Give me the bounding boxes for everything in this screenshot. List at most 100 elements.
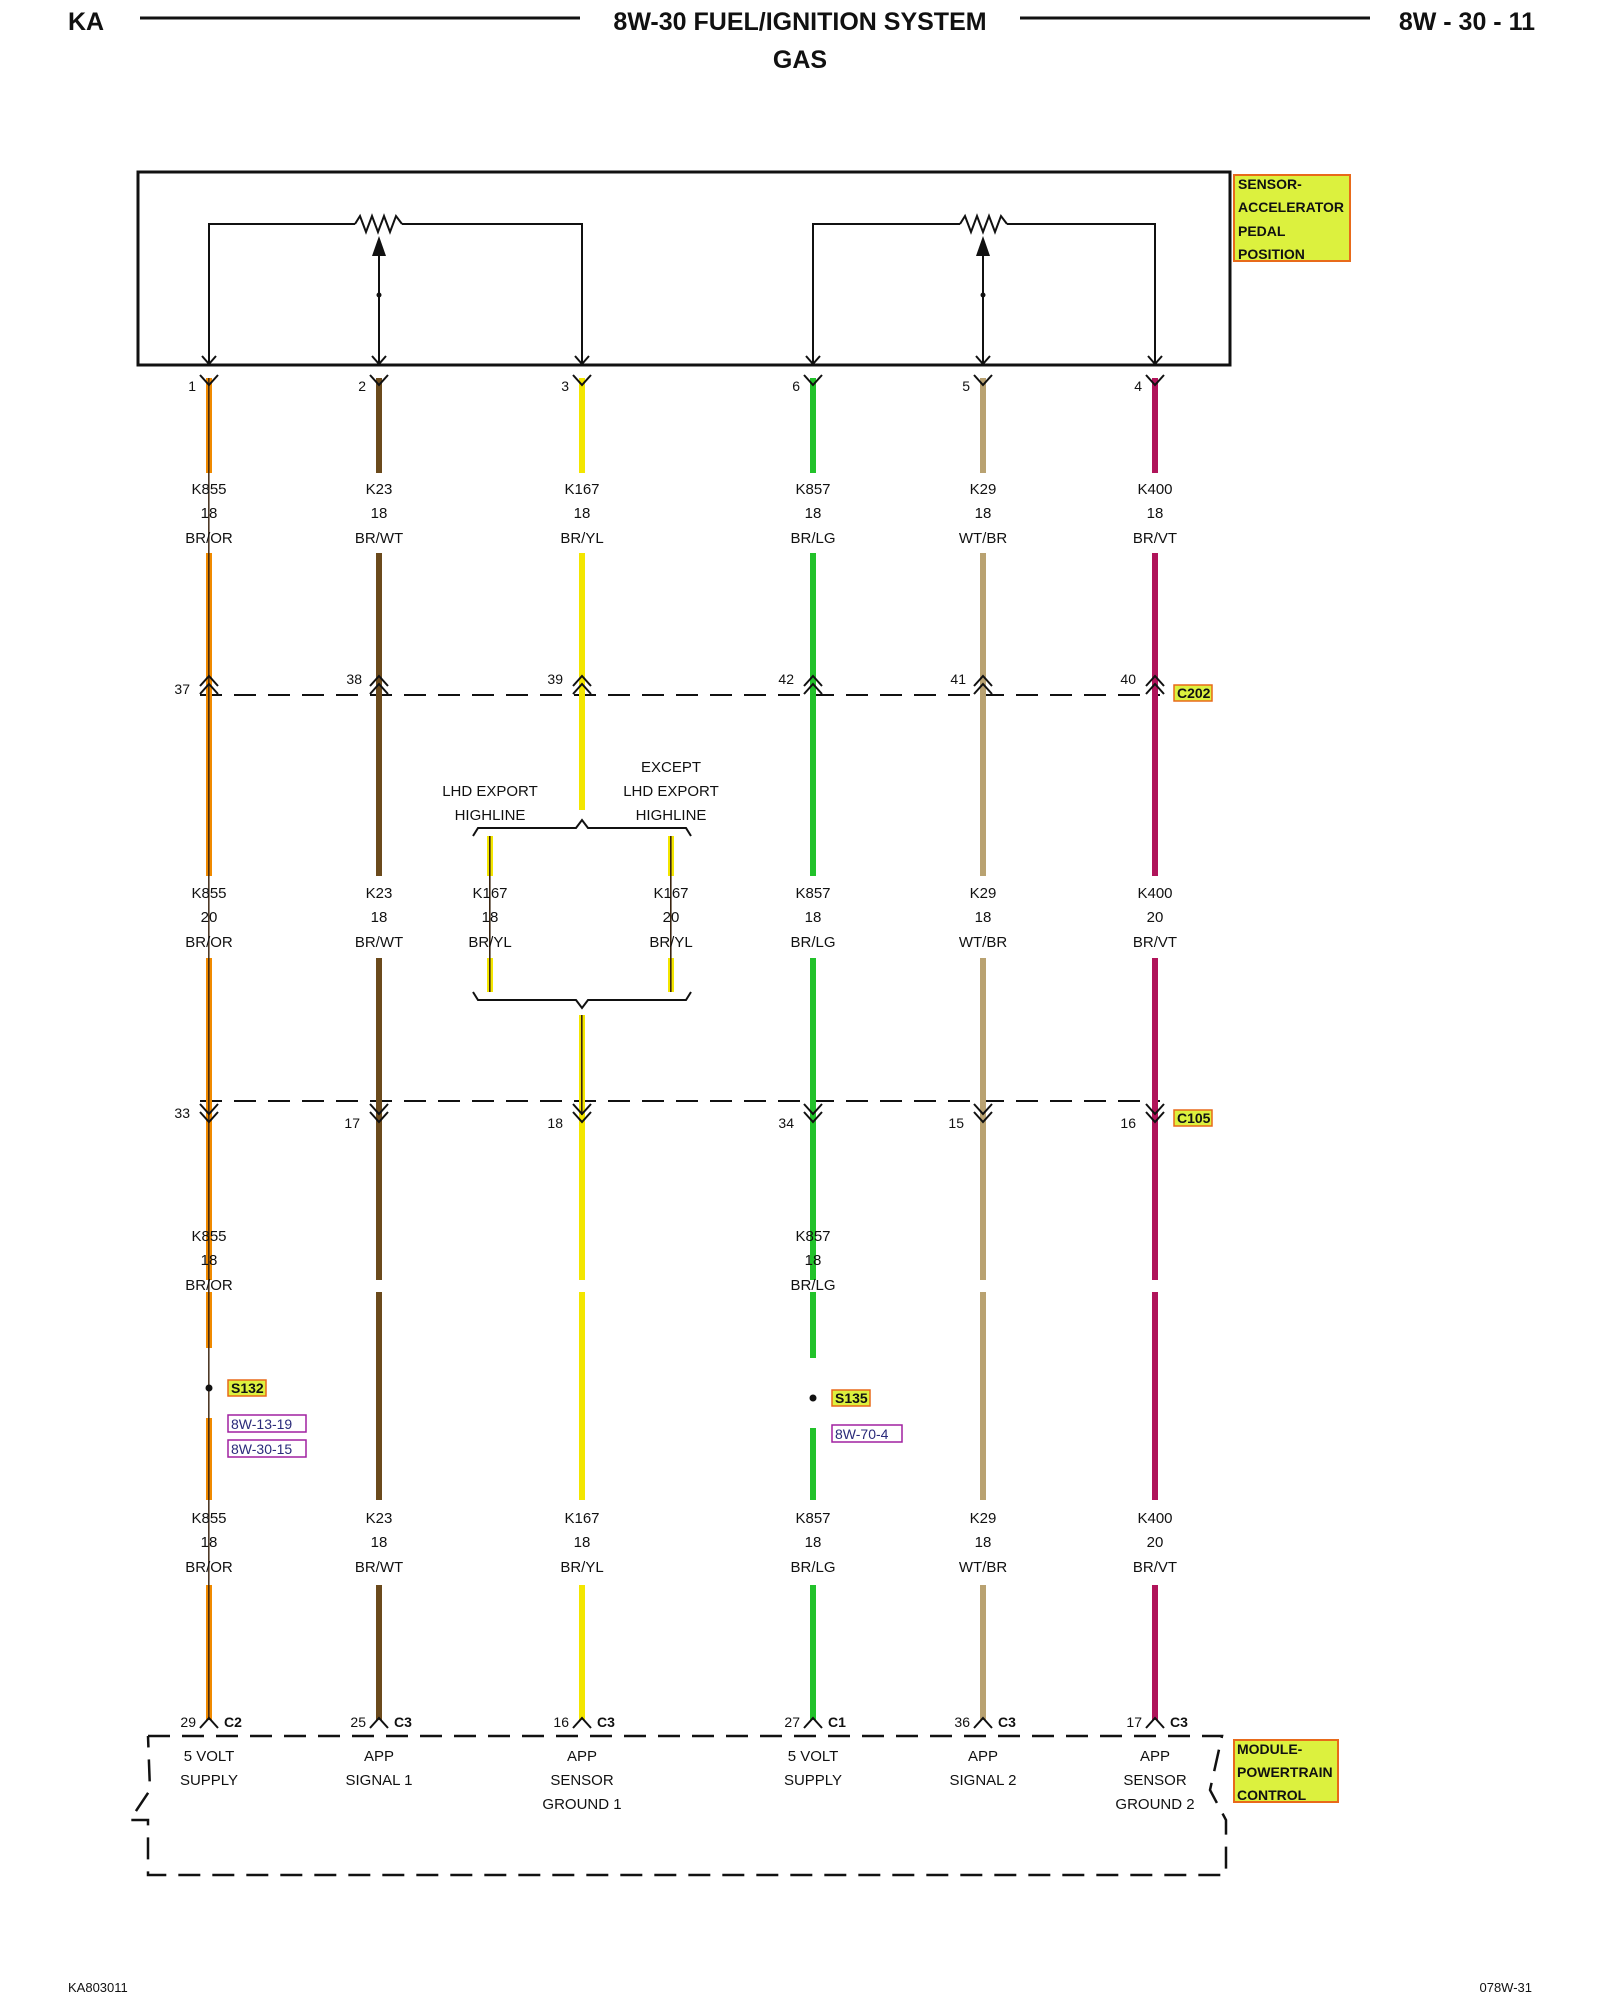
c105-pin: 15 [948, 1115, 964, 1131]
wire-label: K29 [970, 885, 997, 902]
pcm-pin: 29 [180, 1714, 196, 1730]
wire-color: BR/WT [355, 934, 403, 951]
sensor-label-line-1: SENSOR- [1238, 176, 1302, 192]
wire-label: K855 [191, 885, 226, 902]
wire-color: WT/BR [959, 530, 1007, 547]
sensor-pin-1: 1 [188, 378, 196, 394]
sensor-label-line-3: PEDAL [1238, 223, 1286, 239]
s132-ref-2-box[interactable] [227, 1439, 307, 1458]
wire-label: K23 [366, 885, 393, 902]
wire-6-k857[interactable] [810, 378, 816, 1720]
wire-label: K23 [366, 1510, 393, 1527]
wire-gauge: 18 [371, 909, 388, 926]
wire-color: BR/YL [649, 934, 692, 951]
wire-color: BR/VT [1133, 934, 1177, 951]
wire-gauge: 18 [201, 505, 218, 522]
pin-connector-symbols [199, 374, 1165, 1729]
wire-1-k855[interactable] [206, 378, 212, 1720]
s132-tag-box [227, 1379, 267, 1397]
pcm-function-line-2: SIGNAL 1 [346, 1772, 413, 1789]
wire-gauge: 18 [975, 909, 992, 926]
pcm-function-line-1: 5 VOLT [184, 1748, 235, 1765]
c202-tag: C202 [1177, 685, 1211, 701]
variant-left-line-2: HIGHLINE [455, 807, 526, 824]
wire-2-k23[interactable] [376, 378, 382, 1720]
wire-gauge: 20 [201, 909, 218, 926]
wire-color: BR/LG [790, 934, 835, 951]
wire-gauge: 18 [574, 505, 591, 522]
wire-gauge: 18 [371, 505, 388, 522]
wire-gauge: 20 [663, 909, 680, 926]
pcm-function-line-2: SUPPLY [180, 1772, 238, 1789]
wire-gauge: 18 [805, 505, 822, 522]
variant-left-line-1: LHD EXPORT [442, 783, 538, 800]
pcm-connector: C3 [1170, 1714, 1188, 1730]
sensor-label-line-2: ACCELERATOR [1238, 199, 1344, 215]
pcm-connector: C2 [224, 1714, 242, 1730]
variant-brackets [472, 818, 692, 1010]
wire-gauge: 18 [1147, 505, 1164, 522]
wire-color: BR/YL [560, 530, 603, 547]
c202-tag-box[interactable] [1173, 684, 1213, 702]
potentiometer-2 [805, 213, 1163, 366]
wire-color: BR/VT [1133, 530, 1177, 547]
pcm-connector: C3 [597, 1714, 615, 1730]
splice-s135[interactable]: S135 8W-70-4 [809, 1389, 903, 1443]
sensor-pin-3: 3 [561, 378, 569, 394]
sensor-outline [136, 170, 1232, 367]
s135-tag: S135 [835, 1390, 868, 1406]
pcm-function-line-2: SUPPLY [784, 1772, 842, 1789]
wire-label: K29 [970, 481, 997, 498]
wire-4-k400[interactable] [1152, 378, 1158, 1720]
pcm-function-line-1: APP [1140, 1748, 1170, 1765]
wire-label: K855 [191, 1228, 226, 1245]
wire-color: BR/OR [185, 1277, 233, 1294]
wire-color: BR/LG [790, 530, 835, 547]
page-number: 8W - 30 - 11 [1399, 8, 1535, 36]
pcm-pin: 36 [954, 1714, 970, 1730]
pcm-function-line-1: APP [364, 1748, 394, 1765]
s135-tag-box [831, 1389, 871, 1407]
splice-s132[interactable]: S132 8W-13-19 8W-30-15 [205, 1379, 307, 1458]
wire-color: BR/LG [790, 1559, 835, 1576]
s132-tag: S132 [231, 1380, 264, 1396]
s132-ref-1-box[interactable] [227, 1414, 307, 1433]
pcm-pin: 16 [553, 1714, 569, 1730]
wire-color: BR/WT [355, 530, 403, 547]
sensor-pin-4: 4 [1134, 378, 1142, 394]
wire-color: WT/BR [959, 1559, 1007, 1576]
wire-gauge: 18 [201, 1252, 218, 1269]
c105-tag-box[interactable] [1173, 1109, 1213, 1127]
wire-gauge: 18 [371, 1534, 388, 1551]
page-section-code: KA [68, 8, 104, 36]
pcm-label-line-1: MODULE- [1237, 1741, 1303, 1757]
pcm-pin: 17 [1126, 1714, 1142, 1730]
wire-label: K855 [191, 1510, 226, 1527]
s135-ref-1-box[interactable] [831, 1424, 903, 1443]
wire-label: K167 [653, 885, 688, 902]
sensor-pin-2: 2 [358, 378, 366, 394]
c202-pin: 38 [346, 671, 362, 687]
pcm-function-line-1: APP [567, 1748, 597, 1765]
sensor-pin-6: 6 [792, 378, 800, 394]
wire-gauge: 18 [482, 909, 499, 926]
wire-label: K29 [970, 1510, 997, 1527]
c105-pin: 17 [344, 1115, 360, 1131]
pcm-label-box[interactable] [1233, 1739, 1339, 1803]
pcm-function-line-2: SIGNAL 2 [950, 1772, 1017, 1789]
pcm-function-line-3: GROUND 2 [1115, 1796, 1194, 1813]
sensor-label-box[interactable] [1233, 174, 1351, 262]
s135-ref-1: 8W-70-4 [835, 1426, 889, 1442]
figure-code: KA803011 [68, 1980, 128, 1995]
wire-label: K857 [795, 1228, 830, 1245]
wire-5-k29[interactable] [980, 378, 986, 1720]
c202-pin: 40 [1120, 671, 1136, 687]
wire-color: BR/YL [468, 934, 511, 951]
wire-3-k167[interactable] [487, 378, 674, 1720]
pcm-function-line-1: APP [968, 1748, 998, 1765]
c202-pin: 39 [547, 671, 563, 687]
c202-pin: 41 [950, 671, 966, 687]
splice-s135-dot [809, 1394, 817, 1402]
variant-right-line-1: EXCEPT [641, 759, 701, 776]
